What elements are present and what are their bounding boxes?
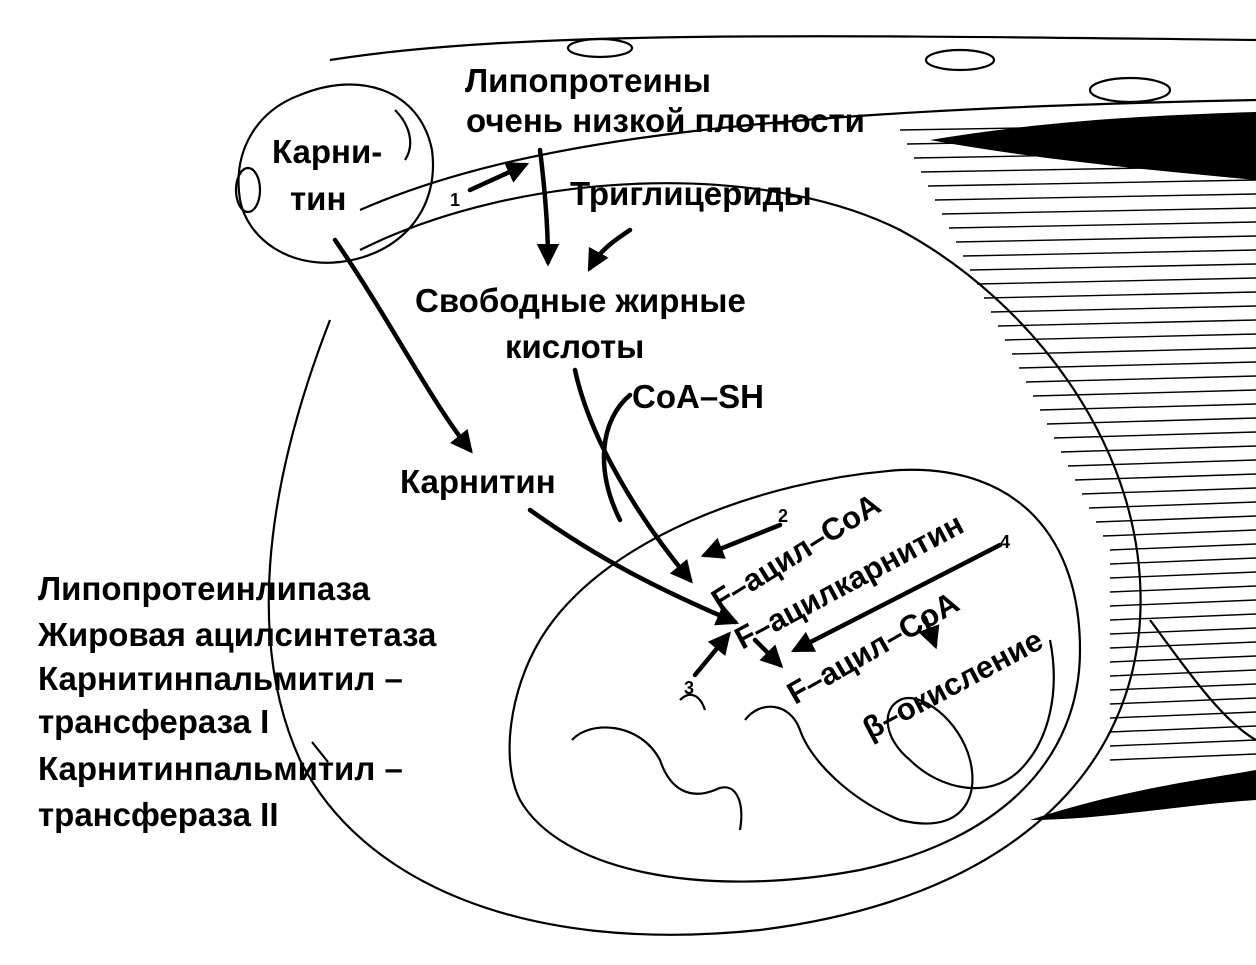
hatch-line (948, 221, 1256, 229)
hatch-line (1109, 627, 1256, 635)
hatch-line (1109, 641, 1256, 649)
label-vldl-line1: Липопротеины (465, 62, 711, 99)
hatch-line (941, 207, 1256, 215)
capillary-lumen (329, 35, 1256, 820)
arrow-vldl-to-ffa (536, 147, 560, 267)
hatch-line (1109, 669, 1256, 677)
legend-line-4: трансфераза I (38, 703, 269, 740)
hatch-line (1109, 585, 1256, 593)
hatch-line (1039, 403, 1256, 411)
hatch-line (1102, 529, 1256, 537)
label-ffa-line2: кислоты (505, 328, 644, 365)
legend-line-6: трансфераза II (38, 796, 279, 833)
hatch-line (927, 179, 1256, 187)
hatch-line (1081, 487, 1256, 495)
hatch-line (1109, 697, 1256, 705)
hatch-line (1109, 613, 1256, 621)
label-coash: CoA–SH (632, 378, 764, 415)
arrow-carnitine-to-acylcarnitine (527, 507, 740, 626)
hatch-line (1032, 389, 1256, 397)
step-number-3: 3 (684, 678, 694, 698)
hatch-line (1088, 501, 1256, 509)
hatch-line (969, 263, 1256, 271)
hatch-line (1109, 557, 1256, 565)
arrow-coash-join (601, 392, 633, 523)
hatch-line (955, 235, 1256, 243)
legend-line-3: Карнитинпальмитил – (38, 660, 403, 697)
hatch-line (906, 137, 1256, 145)
step-number-1: 1 (450, 190, 460, 210)
hatch-line (997, 319, 1256, 327)
hatch-line (1004, 333, 1256, 341)
hatch-line (1109, 543, 1256, 551)
arrow-tg-to-ffa (587, 227, 633, 272)
hatch-line (1109, 683, 1256, 691)
legend-line-1: Липопротеинлипаза (38, 570, 371, 607)
hatch-line (1109, 571, 1256, 579)
step-number-2: 2 (778, 506, 788, 526)
arrow-to-inner-acylcoa (752, 637, 784, 669)
hatch-line (1067, 459, 1256, 467)
label-carnitine-top-line1: Карни- (272, 133, 382, 170)
erythrocyte-shape (234, 83, 435, 264)
hatch-line (1060, 445, 1256, 453)
hatch-line (1109, 739, 1256, 747)
hatch-line (976, 277, 1256, 285)
arrow-carnitine-down (332, 237, 473, 454)
legend-line-5: Карнитинпальмитил – (38, 750, 403, 787)
arrow-to-beta-ox (918, 615, 940, 650)
hatch-line (1109, 725, 1256, 733)
arrow-1 (467, 162, 530, 193)
hatch-line (913, 151, 1256, 159)
hatch-line (1109, 753, 1256, 761)
arrow-2 (700, 522, 783, 559)
label-ffa-line1: Свободные жирные (415, 282, 746, 319)
hatch-line (899, 123, 1256, 131)
step-numbers: 1 2 3 4 (450, 190, 1010, 698)
mitochondrion (508, 468, 1082, 883)
hatch-line (1025, 375, 1256, 383)
hatch-line (1074, 473, 1256, 481)
arrow-ffa-to-acylcoa (572, 367, 693, 584)
arrow-4 (790, 542, 1003, 653)
capillary-wall-hatching (899, 123, 1256, 761)
pathway-arrows (311, 147, 1003, 763)
hatch-line (1109, 599, 1256, 607)
hatch-line (934, 193, 1256, 201)
label-triglycerides: Триглицериды (570, 175, 812, 212)
hatch-line (920, 165, 1256, 173)
cell-outline (267, 182, 1142, 936)
hatch-line (1011, 347, 1256, 355)
hatch-line (983, 291, 1256, 299)
hatch-line (1046, 417, 1256, 425)
hatch-line (1095, 515, 1256, 523)
hatch-line (1109, 711, 1256, 719)
legend-tick (311, 741, 329, 763)
label-carnitine-mid: Карнитин (400, 463, 556, 500)
legend-line-2: Жировая ацилсинтетаза (37, 616, 437, 653)
hatch-line (1109, 655, 1256, 663)
hatch-line (962, 249, 1256, 257)
label-carnitine-top-line2: тин (290, 180, 346, 217)
step-number-4: 4 (1000, 532, 1010, 552)
enzyme-legend: Липопротеинлипаза Жировая ацилсинтетаза … (37, 570, 437, 833)
hatch-line (1053, 431, 1256, 439)
label-vldl-line2: очень низкой плотности (466, 102, 865, 139)
hatch-line (990, 305, 1256, 313)
arrow-3 (692, 631, 731, 678)
